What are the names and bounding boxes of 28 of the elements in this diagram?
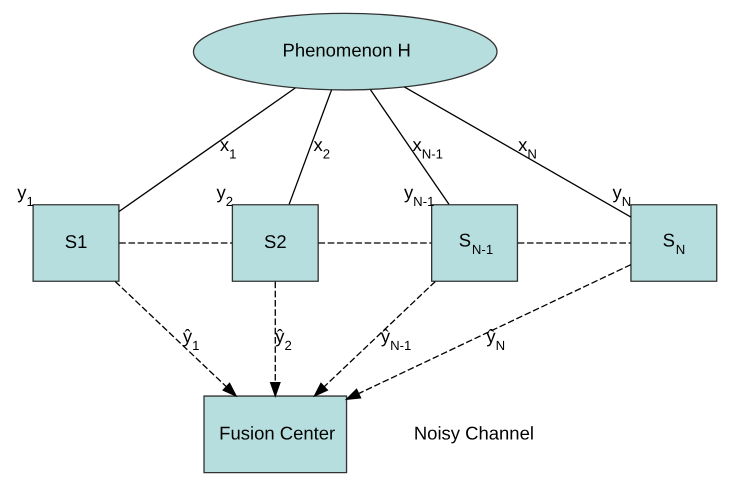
edge-label: ŷ$_{2}$: [274, 325, 292, 353]
node-ellipse: Phenomenon H: [192, 12, 498, 91]
node-box: S2: [231, 204, 318, 282]
arrow: [312, 281, 436, 398]
edge-label: ŷ$_{N-1}$: [380, 325, 411, 353]
node-label: y$_{N}$: [612, 181, 631, 209]
node-box: Fusion Center: [202, 395, 347, 474]
node-label: y$_{2}$: [216, 181, 233, 209]
arrow: [344, 264, 631, 400]
node-box: S$_{N}$: [630, 204, 717, 282]
edge-label: ŷ$_{N}$: [486, 325, 505, 353]
connector: [369, 89, 449, 205]
connector: [118, 242, 232, 244]
arrow: [114, 281, 237, 398]
edge-label: ŷ$_{1}$: [182, 325, 199, 353]
connector: [318, 242, 431, 244]
connector: [118, 87, 296, 212]
arrow: [269, 282, 280, 398]
node-box: S1: [32, 204, 120, 282]
edge-label: x$_{1}$: [219, 134, 236, 162]
node-label: y$_{1}$: [16, 181, 34, 209]
label: Noisy Channel: [413, 422, 534, 444]
connector: [404, 86, 631, 218]
edge-label: x$_{2}$: [313, 134, 330, 162]
edge-label: x$_{N}$: [518, 134, 536, 162]
connector: [517, 242, 630, 244]
edge-label: x$_{N-1}$: [412, 134, 443, 162]
connector: [288, 90, 332, 205]
